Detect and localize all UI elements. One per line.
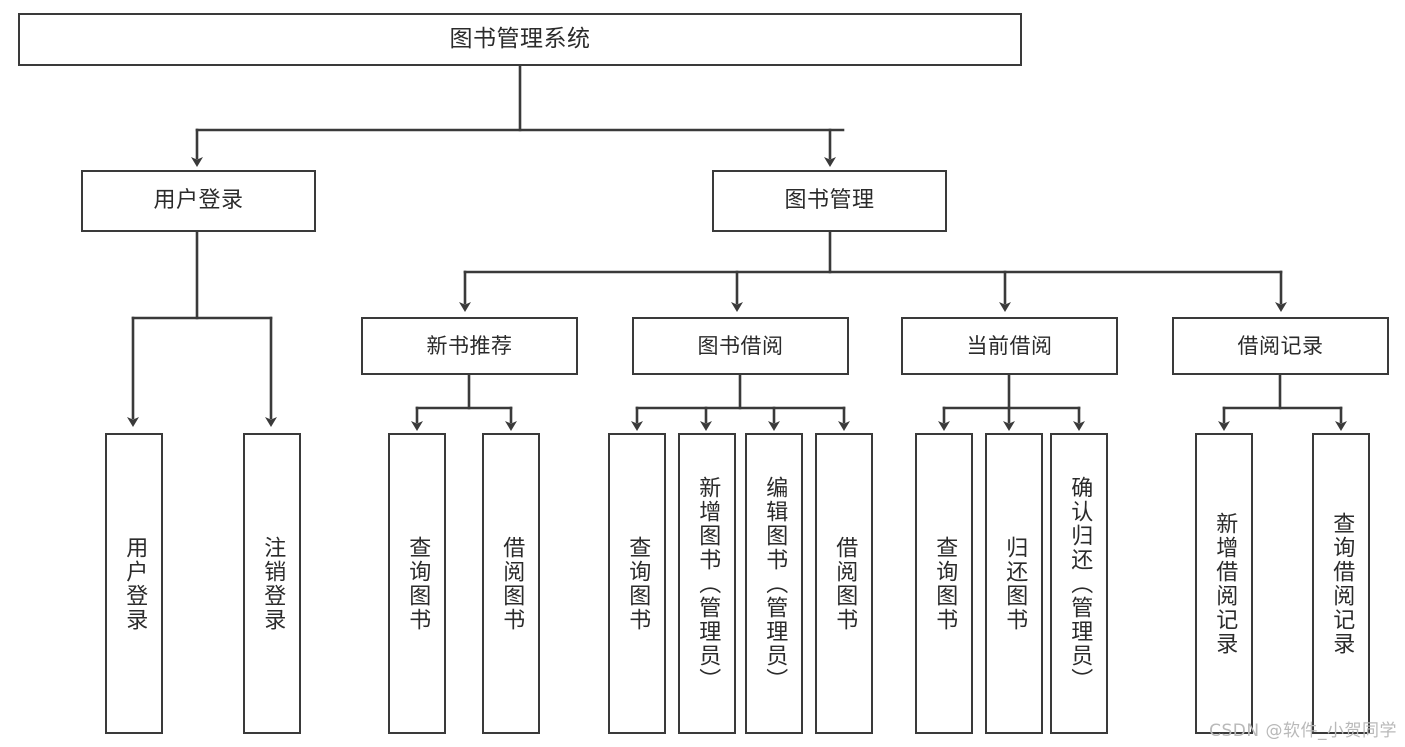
- node-label: 新增借阅记录: [1212, 511, 1238, 656]
- node-label: 图书管理: [784, 188, 875, 214]
- leaf-borrow-query-book[interactable]: 查询图书: [608, 433, 666, 734]
- node-label: 借阅图书: [832, 535, 858, 632]
- node-book-borrow[interactable]: 图书借阅: [632, 317, 849, 375]
- node-new-book-recommend[interactable]: 新书推荐: [361, 317, 578, 375]
- node-label: 查询图书: [932, 535, 958, 632]
- node-label: 注销登录: [260, 535, 286, 632]
- leaf-borrow-edit-book-admin[interactable]: 编辑图书（管理员）: [745, 433, 803, 734]
- leaf-record-add-record[interactable]: 新增借阅记录: [1195, 433, 1253, 734]
- leaf-current-return-book[interactable]: 归还图书: [985, 433, 1043, 734]
- leaf-user-login-login[interactable]: 用户登录: [105, 433, 163, 734]
- node-label: 图书管理系统: [449, 25, 591, 52]
- leaf-current-query-book[interactable]: 查询图书: [915, 433, 973, 734]
- node-label: 借阅记录: [1237, 333, 1324, 358]
- csdn-watermark: CSDN @软件_小贺同学: [1209, 721, 1397, 741]
- node-label: 当前借阅: [966, 333, 1053, 358]
- node-label: 查询图书: [405, 535, 431, 632]
- node-label: 查询图书: [625, 535, 651, 632]
- leaf-record-query-record[interactable]: 查询借阅记录: [1312, 433, 1370, 734]
- node-label: 用户登录: [122, 535, 148, 632]
- node-label: 归还图书: [1002, 535, 1028, 632]
- node-label: 编辑图书（管理员）: [762, 475, 788, 692]
- leaf-recommend-query-book[interactable]: 查询图书: [388, 433, 446, 734]
- node-label: 图书借阅: [697, 333, 784, 358]
- node-label: 查询借阅记录: [1329, 511, 1355, 656]
- node-label: 新增图书（管理员）: [695, 475, 721, 692]
- node-label: 确认归还（管理员）: [1067, 475, 1093, 692]
- node-label: 新书推荐: [426, 333, 513, 358]
- leaf-user-login-logout[interactable]: 注销登录: [243, 433, 301, 734]
- node-label: 用户登录: [153, 188, 244, 214]
- leaf-current-confirm-return-admin[interactable]: 确认归还（管理员）: [1050, 433, 1108, 734]
- leaf-borrow-add-book-admin[interactable]: 新增图书（管理员）: [678, 433, 736, 734]
- node-label: 借阅图书: [499, 535, 525, 632]
- node-current-borrow[interactable]: 当前借阅: [901, 317, 1118, 375]
- node-user-login[interactable]: 用户登录: [81, 170, 316, 232]
- node-root-system[interactable]: 图书管理系统: [18, 13, 1022, 66]
- leaf-borrow-borrow-book[interactable]: 借阅图书: [815, 433, 873, 734]
- node-book-management[interactable]: 图书管理: [712, 170, 947, 232]
- leaf-recommend-borrow-book[interactable]: 借阅图书: [482, 433, 540, 734]
- node-borrow-record[interactable]: 借阅记录: [1172, 317, 1389, 375]
